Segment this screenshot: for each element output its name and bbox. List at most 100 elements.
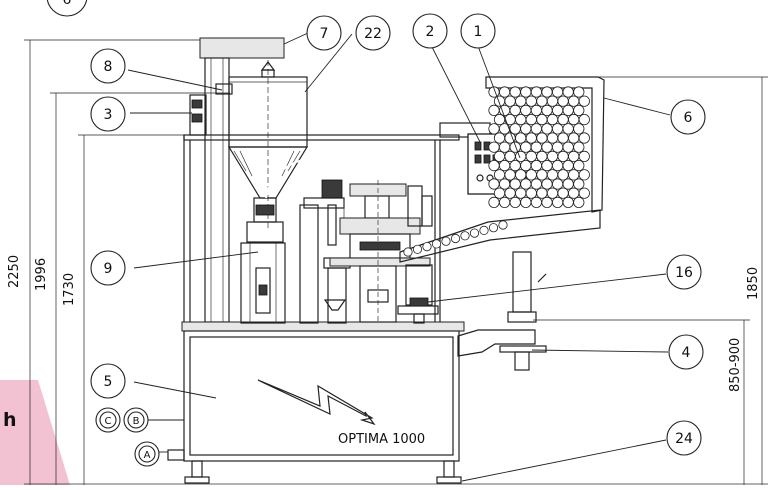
tube-end [546, 187, 559, 199]
tube-end [504, 114, 516, 126]
tube-end [530, 123, 543, 135]
svg-text:16: 16 [675, 265, 693, 281]
tube-end [541, 86, 553, 98]
tube-end [493, 114, 506, 126]
tube-end [541, 160, 553, 172]
callout-6-top: 6 [46, 0, 88, 17]
tube-end [562, 178, 574, 190]
connection-a: A [134, 441, 160, 467]
tube-end [551, 123, 564, 135]
tube-end [488, 141, 500, 153]
svg-text:4: 4 [682, 345, 691, 361]
tube-end [568, 95, 580, 107]
tube-end [530, 196, 543, 208]
machine [166, 37, 605, 484]
tube-end [530, 178, 543, 190]
callout-4: 4 [668, 334, 704, 370]
callout-9: 9 [90, 250, 126, 286]
tube-end [578, 169, 590, 181]
svg-text:3: 3 [104, 107, 113, 123]
callout-5: 5 [90, 363, 126, 399]
tube-end [493, 95, 506, 107]
tube-end [536, 95, 548, 107]
tube-end [541, 141, 553, 153]
tube-end [557, 114, 569, 126]
tube-end [546, 150, 559, 162]
tube-end [568, 187, 580, 199]
tube-end [578, 187, 590, 199]
svg-text:C: C [105, 416, 112, 427]
tube-end [403, 247, 413, 257]
tube-end [488, 104, 500, 117]
tube-end [493, 169, 506, 181]
tube-end [578, 95, 590, 107]
tube-end [498, 123, 511, 135]
tube-magazine-tubes [403, 86, 590, 257]
callout-3: 3 [90, 96, 126, 132]
tube-end [530, 104, 543, 117]
callout-6: 6 [670, 99, 706, 135]
tube-end [562, 160, 574, 172]
dimension-1730: 1730 [62, 273, 77, 306]
callout-2: 2 [412, 13, 448, 49]
tube-end [568, 150, 580, 162]
tube-end [573, 160, 585, 172]
tube-end [525, 187, 537, 199]
tube-end [557, 187, 569, 199]
callout-16: 16 [666, 254, 702, 290]
tube-end [536, 150, 548, 162]
tube-end [488, 160, 500, 172]
tube-end [520, 123, 532, 135]
tube-end [498, 86, 511, 98]
tube-end [578, 150, 590, 162]
tube-end [530, 160, 543, 172]
tube-end [515, 114, 527, 126]
tube-end [568, 114, 580, 126]
tube-end [412, 244, 423, 254]
tube-end [573, 178, 585, 190]
connection-b: B [123, 407, 149, 433]
tube-end [573, 86, 585, 98]
tube-end [469, 228, 480, 238]
tube-end [520, 178, 532, 190]
leader-lines [127, 32, 671, 482]
edge-accent-shape [0, 380, 70, 485]
svg-text:22: 22 [364, 26, 382, 42]
tube-end [530, 86, 543, 98]
tube-end [573, 196, 585, 208]
tube-end [498, 160, 511, 172]
tube-end [562, 86, 574, 98]
tube-end [541, 104, 553, 117]
tube-end [573, 123, 585, 135]
tube-end [509, 178, 521, 190]
tube-end [493, 132, 506, 144]
tube-end [498, 196, 511, 208]
svg-text:B: B [133, 416, 140, 427]
dimension-1996: 1996 [34, 258, 49, 291]
svg-text:7: 7 [320, 26, 329, 42]
dimension-850-900: 850-900 [728, 338, 743, 392]
tube-end [530, 141, 543, 153]
tube-end [557, 95, 569, 107]
tube-end [541, 178, 553, 190]
svg-text:5: 5 [104, 374, 113, 390]
tube-end [520, 86, 532, 98]
tube-end [504, 95, 516, 107]
tube-end [493, 150, 506, 162]
callout-7: 7 [306, 15, 342, 51]
tube-end [515, 132, 527, 144]
connection-c: C [95, 407, 121, 433]
svg-text:8: 8 [104, 59, 113, 75]
tube-end [520, 160, 532, 172]
tube-end [551, 196, 564, 208]
connection-markers: C B A [95, 407, 166, 467]
tube-end [431, 239, 442, 249]
tube-end [573, 104, 585, 117]
tube-end [551, 141, 564, 153]
tube-end [520, 196, 532, 208]
tube-end [525, 150, 537, 162]
tube-end [562, 196, 574, 208]
tube-end [504, 187, 516, 199]
callout-22: 22 [355, 15, 391, 51]
tube-end [557, 150, 569, 162]
